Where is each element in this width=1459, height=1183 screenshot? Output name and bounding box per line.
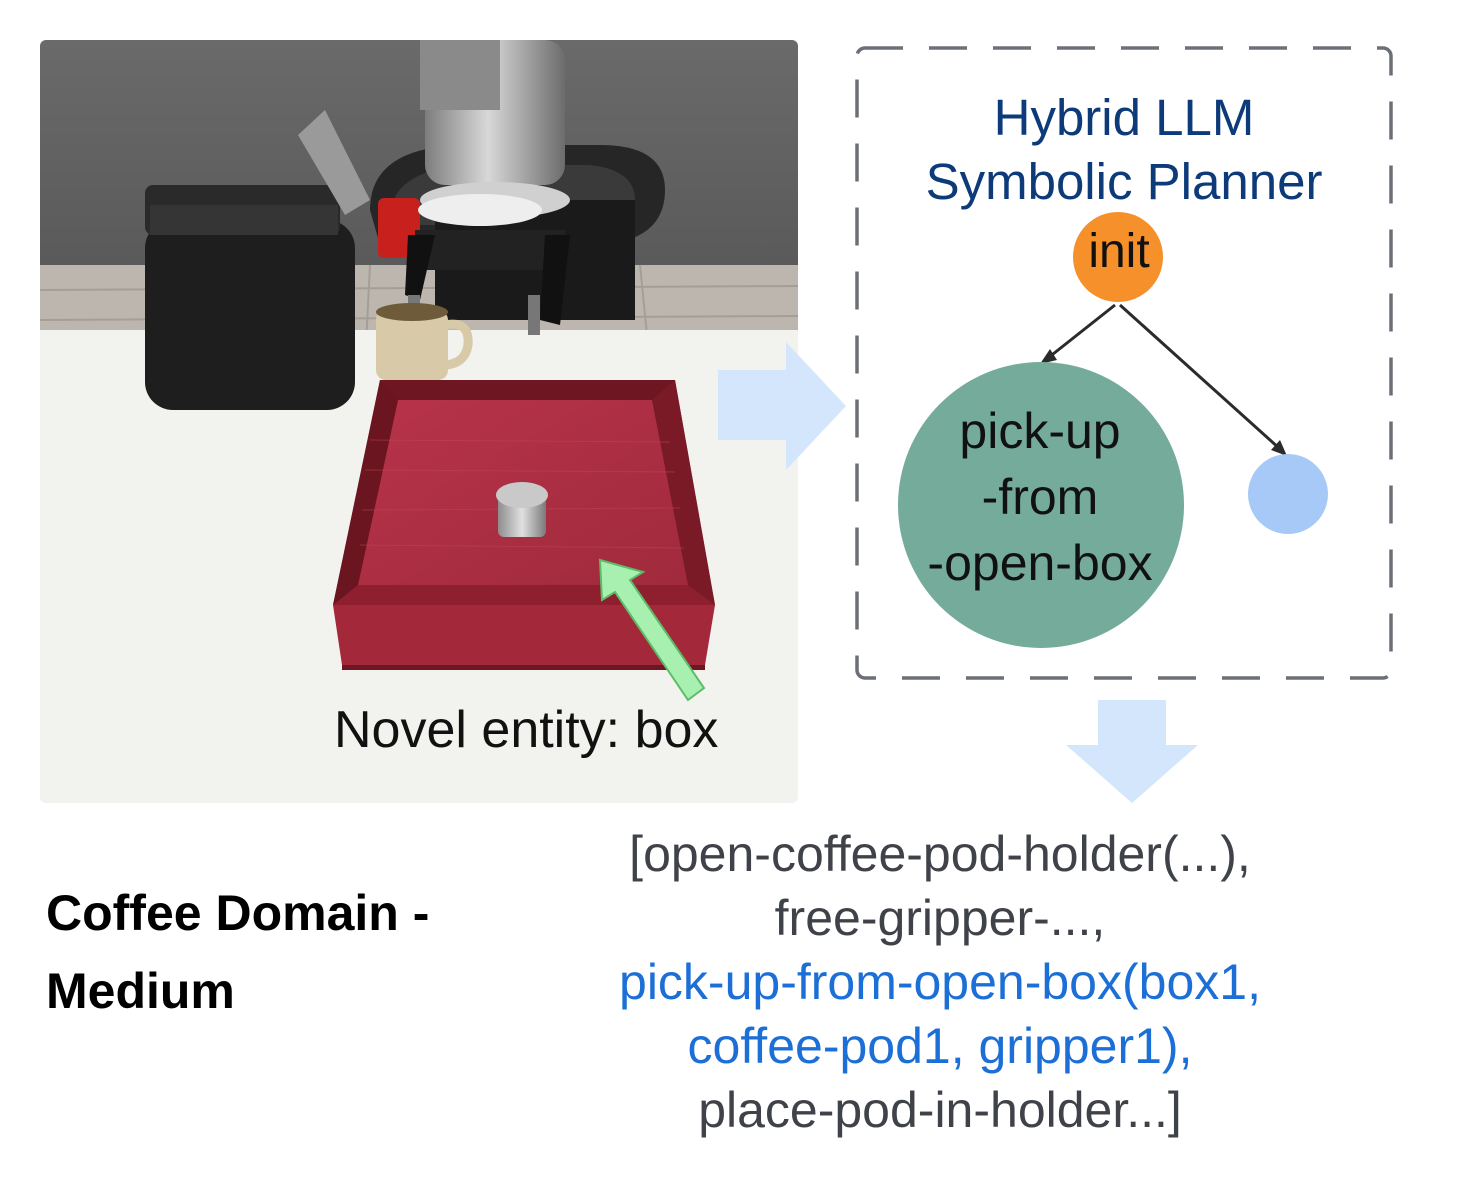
flow-arrow-right (718, 342, 846, 470)
init-node (1073, 212, 1163, 302)
plan-output: [open-coffee-pod-holder(...), free-gripp… (560, 822, 1320, 1142)
mug (376, 310, 448, 380)
plan-line-2: free-gripper-..., (774, 890, 1106, 946)
domain-label-line-2: Medium (46, 963, 235, 1019)
planner-title-line-2: Symbolic Planner (925, 153, 1323, 210)
edge-init-to-other (1118, 303, 1282, 451)
pick-label-line-1: pick-up (959, 403, 1121, 459)
scene-illustration (40, 40, 798, 803)
scene-caption: Novel entity: box (334, 701, 719, 759)
pick-up-node (898, 362, 1184, 648)
pointer-arrow (598, 558, 706, 702)
planner-box (855, 46, 1393, 680)
flow-arrow-down (1066, 700, 1198, 803)
plan-line-4: coffee-pod1, gripper1), (687, 1018, 1193, 1074)
pick-label-line-2: -from (981, 469, 1099, 525)
alternative-node (1248, 454, 1328, 534)
planner-title-line-1: Hybrid LLM (993, 89, 1255, 146)
simulation-scene (40, 40, 798, 803)
plan-line-5: place-pod-in-holder...] (698, 1082, 1182, 1138)
plan-line-3: pick-up-from-open-box(box1, (619, 954, 1261, 1010)
init-node-label: init (1088, 225, 1150, 278)
coffee-pod (496, 482, 548, 537)
domain-label: Coffee Domain - Medium (46, 874, 429, 1030)
pick-label-line-3: -open-box (927, 535, 1153, 591)
pick-up-node-label: pick-up -from -open-box (895, 398, 1185, 596)
edge-init-to-pick (1047, 303, 1116, 360)
domain-label-line-1: Coffee Domain - (46, 885, 430, 941)
planner-title: Hybrid LLM Symbolic Planner (857, 86, 1391, 214)
plan-line-1: [open-coffee-pod-holder(...), (629, 826, 1251, 882)
coffee-machine (145, 220, 355, 410)
